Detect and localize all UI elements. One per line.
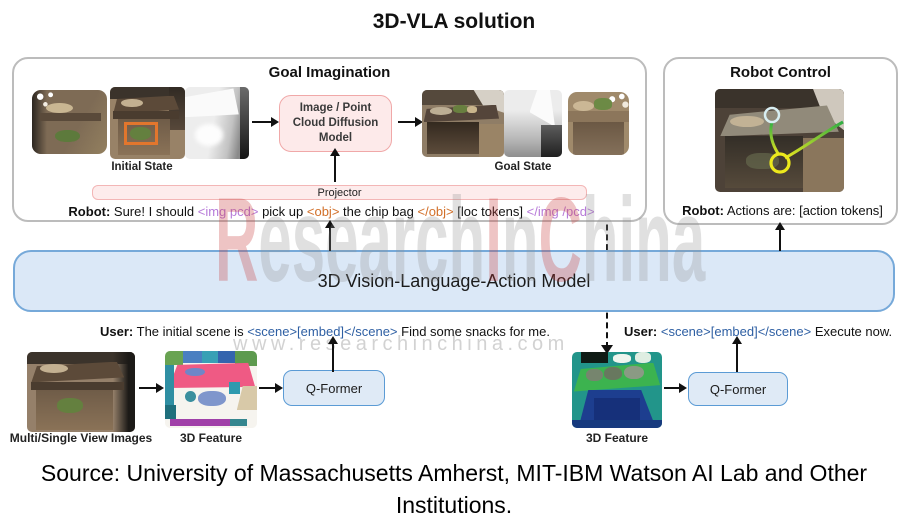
multi-view-photo [27,352,135,432]
right-arrow-icon [259,381,283,394]
robot-control-panel: Robot Control [663,57,898,225]
goal-imagination-panel: Goal Imagination Initial Sta [12,57,647,222]
multi-view-label: Multi/Single View Images [9,431,153,445]
initial-state-photo [110,87,185,159]
up-arrow-icon [773,222,786,251]
chips-shape [129,127,151,141]
user-speaker: User: [100,324,134,339]
robot-control-title: Robot Control [730,64,831,81]
goal-depth-image [504,90,562,157]
goal-imagination-title: Goal Imagination [268,64,391,81]
diffusion-model-label: Image / Point Cloud Diffusion Model [292,102,379,144]
goal-state-label: Goal State [494,161,552,173]
user-prompt-left: User: The initial scene is <scene>[embed… [100,324,550,339]
plate-shape [45,102,73,114]
qformer-box-right: Q-Former [688,372,788,406]
token-obj-open: <obj> [306,204,340,219]
trajectory-overlay [763,106,844,174]
initial-depth-image [185,87,249,159]
chips-shape [453,104,468,113]
up-arrow-icon [323,220,336,251]
token-scene-embed: <scene>[embed]</scene> [247,324,398,339]
up-arrow-icon [730,336,743,372]
plate-segment-shape [185,367,206,377]
object-segment-shape [198,391,226,407]
right-arrow-icon [139,381,164,394]
robot-speaker: Robot: [68,204,111,219]
vla-model-box: 3D Vision-Language-Action Model [13,250,895,312]
up-arrow-icon [328,148,341,182]
token-img-pcd: <img pcd> [197,204,259,219]
qformer-label: Q-Former [709,381,767,397]
initial-pointcloud-image [32,90,107,154]
right-arrow-icon [252,115,279,128]
vla-model-label: 3D Vision-Language-Action Model [317,270,591,291]
rock-shape [624,365,644,380]
plate-shape [430,107,452,115]
rock-shape [604,367,623,381]
rock-shape [586,368,603,381]
chips-shape [57,398,84,413]
object-highlight-box [123,121,158,145]
robot-output-line: Robot: Sure! I should <img pcd> pick up … [68,204,595,219]
start-circle [763,106,781,124]
initial-state-label: Initial State [111,161,173,173]
chips-shape [54,129,80,143]
end-circle [769,152,791,174]
robot-action-line: Robot: Actions are: [action tokens] [682,203,883,218]
goal-pointcloud-image [568,92,629,155]
diffusion-model-box: Image / Point Cloud Diffusion Model [279,95,392,152]
projector-bar: Projector [92,185,587,200]
feature-label-left: 3D Feature [179,431,243,445]
goal-state-photo [422,90,504,157]
source-caption-line1: Source: University of Massachusetts Amhe… [40,460,868,486]
user-prompt-right: User: <scene>[embed]</scene> Execute now… [624,324,893,339]
plate-shape [572,100,594,111]
plate-shape [730,115,764,128]
robot-speaker: Robot: [682,203,724,218]
up-arrow-icon [326,336,339,372]
robot-control-photo [715,89,844,192]
token-obj-close: </obj> [417,204,454,219]
feature-map-right-image [572,352,662,428]
table-segment-shape [168,362,256,388]
source-caption-line2: Institutions. [395,492,513,518]
qformer-box-left: Q-Former [283,370,385,406]
plate-shape [39,364,69,373]
token-scene-embed: <scene>[embed]</scene> [657,324,812,339]
right-arrow-icon [664,381,687,394]
user-speaker: User: [624,324,658,339]
feature-label-right: 3D Feature [585,431,649,445]
token-img-pcd-close: </img /pcd> [526,204,595,219]
chips-shape [593,98,612,110]
projector-label: Projector [317,186,362,199]
figure-title: 3D-VLA solution [372,10,536,33]
feature-map-left-image [165,351,257,428]
right-arrow-icon [398,115,423,128]
plate-shape [120,98,143,108]
qformer-label: Q-Former [305,380,363,396]
